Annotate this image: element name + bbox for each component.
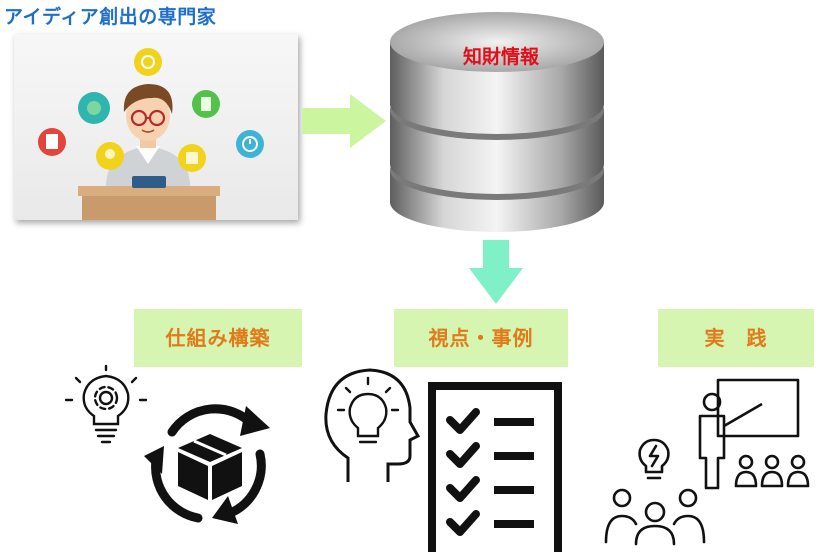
database-icon <box>390 12 604 232</box>
framework-label: 仕組み構築 <box>134 309 302 367</box>
team-idea-icon <box>604 438 706 546</box>
page-title: アイディア創出の専門家 <box>4 6 217 28</box>
cycle-box-icon <box>144 404 270 524</box>
arrow-down-icon <box>469 240 523 304</box>
database-label: 知財情報 <box>462 46 539 68</box>
expert-illustration <box>38 48 264 220</box>
checklist-icon <box>428 382 562 552</box>
head-lightbulb-icon <box>324 368 420 482</box>
presenter-icon <box>698 378 810 490</box>
perspective-label: 視点・事例 <box>394 309 568 367</box>
practice-label: 実 践 <box>658 309 814 367</box>
gear-lightbulb-icon <box>64 364 148 444</box>
expert-illustration-panel <box>14 34 298 220</box>
arrow-right-icon <box>302 94 386 148</box>
